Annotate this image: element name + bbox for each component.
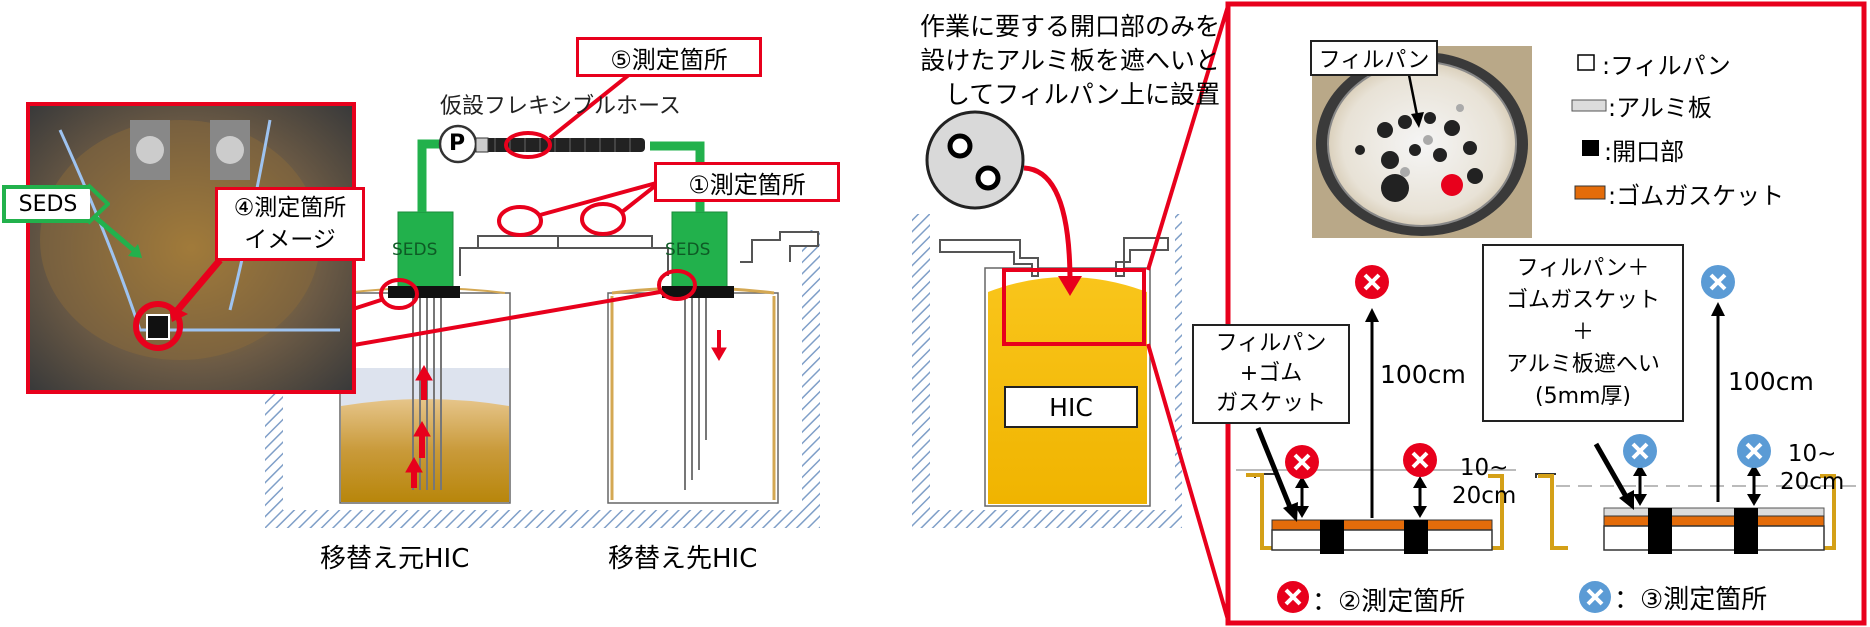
point4-label-line2: イメージ — [244, 227, 336, 253]
legend-point3: ：③測定箇所 — [1614, 585, 1768, 615]
legend-aluminum-plate: :アルミ板 — [1608, 94, 1712, 122]
middle-hic-container — [939, 237, 1169, 507]
fill-pan-photo — [1312, 46, 1532, 238]
case-b-line1: フィルパン＋ — [1516, 256, 1650, 281]
seds-tag-label: SEDS — [18, 191, 78, 217]
photo-label: フィルパン — [1318, 48, 1430, 73]
seds-tag-arrow — [88, 183, 110, 225]
pump-label: P — [449, 131, 466, 156]
hic-label: HIC — [1049, 392, 1093, 422]
distance-10-20-b: 10~ 20cm — [1780, 440, 1844, 496]
top-note-line2: 設けたアルミ板を遮へいと — [920, 46, 1220, 75]
middle-pit — [912, 214, 1182, 528]
point1-label: ①測定箇所 — [688, 170, 806, 199]
case-a-line1: フィルパン — [1215, 331, 1327, 356]
hose-label: 仮設フレキシブルホース — [440, 94, 681, 119]
distance-10-20-b-line1: 10~ — [1787, 441, 1837, 467]
case-a-line2: +ゴム — [1239, 361, 1303, 386]
flexible-hose — [485, 138, 645, 152]
point5-label: ⑤測定箇所 — [610, 45, 728, 74]
seds-tag: SEDS — [2, 185, 90, 223]
distance-100-a: 100cm — [1380, 360, 1466, 389]
legend-opening: :開口部 — [1604, 138, 1685, 166]
case-a-drawing — [1236, 308, 1516, 554]
distance-10-20-a: 10~ 20cm — [1452, 454, 1516, 510]
case-b-line5: (5mm厚) — [1534, 384, 1632, 409]
lid-frames — [459, 231, 819, 276]
source-hic-label: 移替え元HIC — [320, 544, 470, 574]
point5-label-box: ⑤測定箇所 — [576, 37, 762, 77]
point2-badges — [1277, 265, 1437, 613]
case-a-box: フィルパン +ゴム ガスケット — [1192, 324, 1350, 424]
seds-small-destination: SEDS — [665, 240, 711, 260]
case-b-drawing — [1535, 302, 1856, 554]
legend-symbols — [1571, 54, 1607, 200]
point3-badges — [1579, 265, 1771, 613]
seds-unit-destination — [662, 211, 734, 490]
legend-point2: ：②測定箇所 — [1312, 587, 1466, 617]
distance-10-20-a-line1: 10~ — [1459, 455, 1509, 481]
top-note-line3: してフィルパン上に設置 — [944, 80, 1220, 109]
point1-label-box: ①測定箇所 — [654, 162, 840, 202]
top-note: 作業に要する開口部のみを 設けたアルミ板を遮へいと してフィルパン上に設置 — [848, 10, 1220, 112]
aluminum-plate-disc — [925, 110, 1082, 296]
case-b-line4: アルミ板遮へい — [1506, 352, 1660, 377]
point4-label-line1: ④測定箇所 — [233, 195, 347, 221]
photo-label-box: フィルパン — [1310, 40, 1438, 76]
case-b-line3: ＋ — [1571, 320, 1594, 345]
hic-label-box: HIC — [1004, 386, 1138, 428]
legend-fill-pan: :フィルパン — [1602, 52, 1731, 80]
distance-10-20-a-line2: 20cm — [1452, 483, 1517, 509]
seds-photo-inset — [26, 102, 356, 394]
point4-label-box: ④測定箇所 イメージ — [215, 187, 365, 261]
distance-10-20-b-line2: 20cm — [1780, 469, 1845, 495]
case-b-line2: ゴムガスケット — [1505, 288, 1660, 313]
case-b-box: フィルパン＋ ゴムガスケット ＋ アルミ板遮へい (5mm厚) — [1482, 244, 1684, 422]
top-note-line1: 作業に要する開口部のみを — [919, 12, 1220, 41]
dest-hic-label: 移替え先HIC — [608, 544, 758, 574]
seds-small-source: SEDS — [392, 240, 438, 260]
pump-icon — [438, 124, 489, 164]
seds-unit-source — [388, 211, 460, 490]
distance-100-b: 100cm — [1728, 367, 1814, 396]
flow-arrows — [405, 330, 727, 488]
case-a-line3: ガスケット — [1215, 391, 1326, 416]
legend-rubber-gasket: :ゴムガスケット — [1608, 182, 1785, 210]
